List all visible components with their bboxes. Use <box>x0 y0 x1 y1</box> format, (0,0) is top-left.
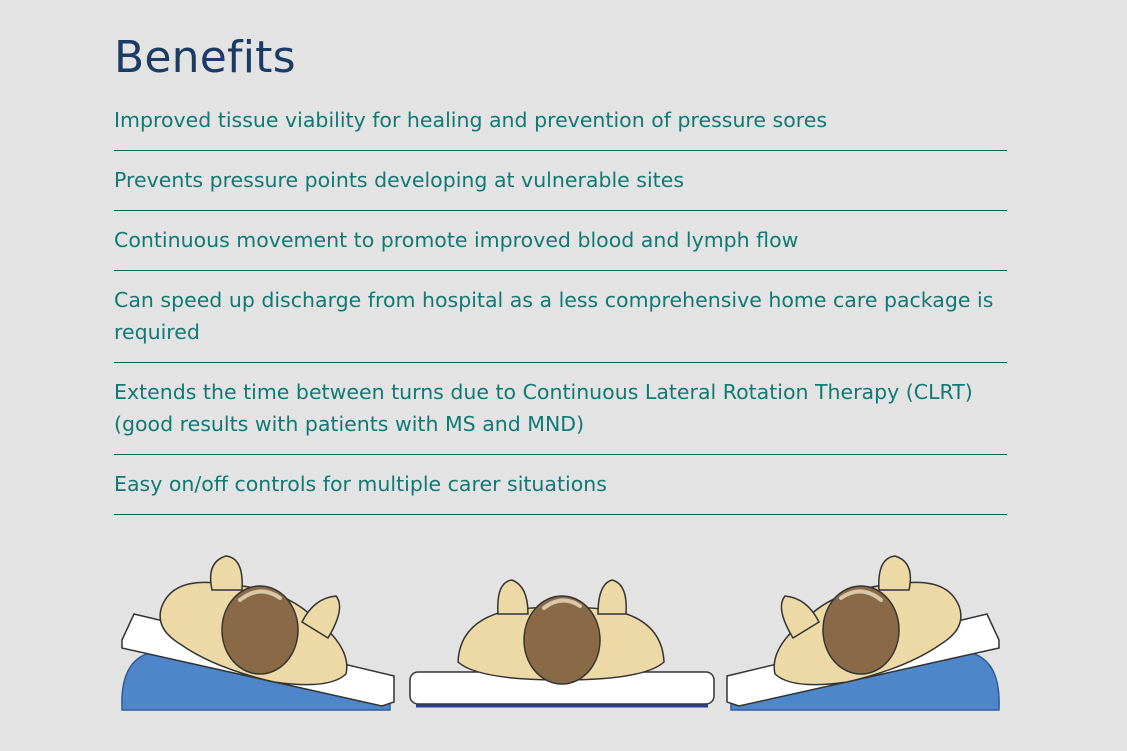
hair-highlight <box>839 589 883 602</box>
benefit-item: Continuous movement to promote improved … <box>114 211 1007 271</box>
left-arm <box>209 555 243 591</box>
right-arm <box>301 595 341 640</box>
hair-highlight <box>542 598 582 610</box>
right-arm <box>597 579 627 615</box>
left-arm <box>497 579 529 615</box>
benefit-item: Prevents pressure points developing at v… <box>114 151 1007 211</box>
hair-highlight <box>238 589 282 602</box>
benefit-item: Improved tissue viability for healing an… <box>114 96 1007 151</box>
patient-tilted-right-figure <box>726 555 1000 711</box>
rotation-illustration-svg <box>121 555 1000 711</box>
benefit-item: Extends the time between turns due to Co… <box>114 363 1007 455</box>
patient-tilted-left-figure <box>121 555 395 711</box>
benefit-item: Can speed up discharge from hospital as … <box>114 271 1007 363</box>
page-title: Benefits <box>114 32 296 83</box>
patient-flat-figure <box>409 579 715 708</box>
left-arm <box>780 595 820 640</box>
head <box>822 585 900 675</box>
benefits-list: Improved tissue viability for healing an… <box>114 96 1007 515</box>
benefit-item: Easy on/off controls for multiple carer … <box>114 455 1007 515</box>
head <box>221 585 299 675</box>
rotation-illustration <box>114 548 1007 718</box>
right-arm <box>878 555 912 591</box>
head <box>523 595 601 685</box>
benefits-section: Benefits Improved tissue viability for h… <box>114 30 1007 515</box>
